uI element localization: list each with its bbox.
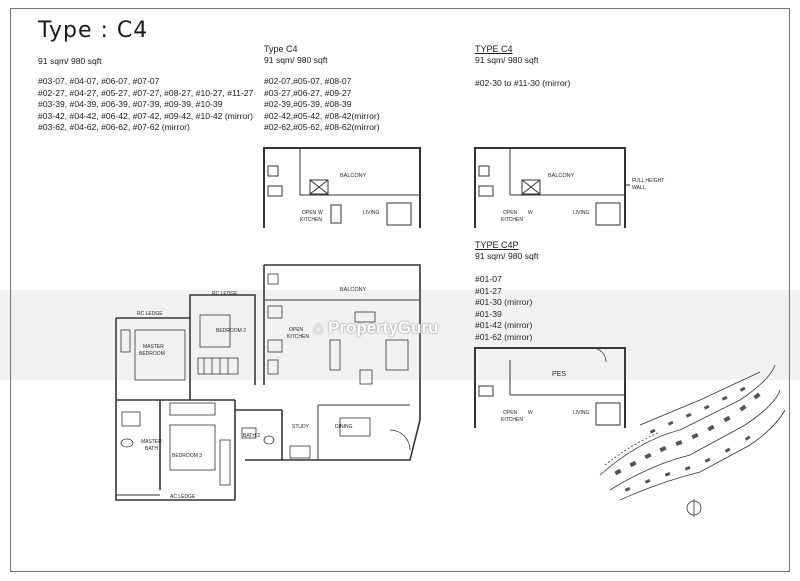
plan-label: LIVING (363, 210, 380, 216)
plan-label: KITCHEN (300, 217, 322, 223)
watermark-text: PropertyGuru (328, 318, 439, 337)
unit-line: #02-30 to #11-30 (mirror) (475, 78, 571, 88)
unit-line: #03-39, #04-39, #06-39, #07-39, #09-39, … (38, 99, 223, 109)
plan-label: DINING (335, 424, 353, 430)
plan-label: OPEN (302, 210, 317, 216)
main-size: 91 sqm/ 980 sqft (38, 56, 102, 66)
plan-label: OPEN (503, 410, 518, 416)
page-title: Type : C4 (38, 18, 149, 43)
block4-size: 91 sqm/ 980 sqft (475, 251, 539, 261)
unit-line: #01-62 (mirror) (475, 331, 533, 342)
plan-label: FULL HEIGHT (632, 178, 664, 184)
plan-label: BEDROOM 3 (172, 453, 202, 459)
partial-plan-c4-mirror (474, 147, 630, 228)
watermark-band (0, 290, 800, 380)
plan-label: BATH (145, 446, 158, 452)
block2-unit-list: #02-07,#05-07, #08-07 #03-27,#06-27, #09… (264, 76, 380, 134)
plan-label: WALL (632, 185, 646, 191)
plan-label: BEDROOM (139, 351, 165, 357)
plan-label: LIVING (573, 410, 590, 416)
unit-line: #01-39 (475, 308, 502, 319)
partial-plan-c4p (474, 347, 626, 428)
site-key-plan (599, 364, 786, 517)
block2-size: 91 sqm/ 980 sqft (264, 55, 328, 65)
plan-label: KITCHEN (501, 217, 523, 223)
main-unit-list: #03-07, #04-07, #06-07, #07-07 #02-27, #… (38, 76, 253, 134)
unit-line: #02-07,#05-07, #08-07 (264, 76, 352, 86)
plan-label: BATH 2 (243, 433, 260, 439)
unit-line: #01-07 (475, 274, 502, 284)
plan-label: OPEN (503, 210, 518, 216)
unit-line: #03-62, #04-62, #06-62, #07-62 (mirror) (38, 122, 190, 132)
unit-line: #01-42 (mirror) (475, 320, 533, 330)
plan-label: BALCONY (340, 287, 367, 293)
plan-label: W (528, 210, 533, 216)
unit-line: #03-07, #04-07, #06-07, #07-07 (38, 76, 160, 86)
plan-label: W (318, 210, 323, 216)
partial-plan-c4 (263, 147, 421, 228)
plan-label: KITCHEN (287, 334, 309, 340)
plan-label: STUDY (292, 424, 310, 430)
block4-unit-list: #01-07 #01-27 #01-30 (mirror) #01-39 #01… (475, 274, 532, 343)
block4-heading: TYPE C4P (475, 240, 519, 250)
plan-label: MASTER (141, 439, 162, 445)
block3-heading: TYPE C4 (475, 44, 513, 54)
plan-label: AC LEDGE (170, 494, 196, 500)
unit-line: #02-62,#05-62, #08-62(mirror) (264, 122, 380, 132)
plan-label: BALCONY (548, 173, 575, 179)
unit-line: #01-30 (mirror) (475, 297, 533, 307)
block3-size: 91 sqm/ 980 sqft (475, 55, 539, 65)
plan-label: LIVING (573, 210, 590, 216)
unit-line: #01-27 (475, 285, 502, 296)
plan-label: RC LEDGE (212, 291, 238, 297)
watermark-logo: ⌂ PropertyGuru (313, 318, 439, 337)
unit-line: #02-39,#05-39, #08-39 (264, 99, 352, 109)
main-floor-plan (115, 264, 421, 501)
plan-label: OPEN (289, 327, 304, 333)
unit-line: #03-27,#06-27, #09-27 (264, 87, 352, 98)
plan-label: BEDROOM 2 (216, 328, 246, 334)
unit-line: #03-42, #04-42, #06-42, #07-42, #09-42, … (38, 110, 253, 121)
main-plan-fixtures (120, 273, 411, 486)
block2-heading: Type C4 (264, 44, 298, 54)
page-border (10, 8, 790, 572)
unit-line: #02-27, #04-27, #05-27, #07-27, #08-27, … (38, 87, 254, 98)
plan-label: BALCONY (340, 173, 367, 179)
plan-label: W (528, 410, 533, 416)
plan-label: PES (552, 371, 566, 378)
plan-label: MASTER (143, 344, 164, 350)
plan-label: RC LEDGE (137, 311, 163, 317)
unit-line: #02-42,#05-42, #08-42(mirror) (264, 110, 380, 121)
plan-label: KITCHEN (501, 417, 523, 423)
site-key-blocks (614, 386, 761, 492)
